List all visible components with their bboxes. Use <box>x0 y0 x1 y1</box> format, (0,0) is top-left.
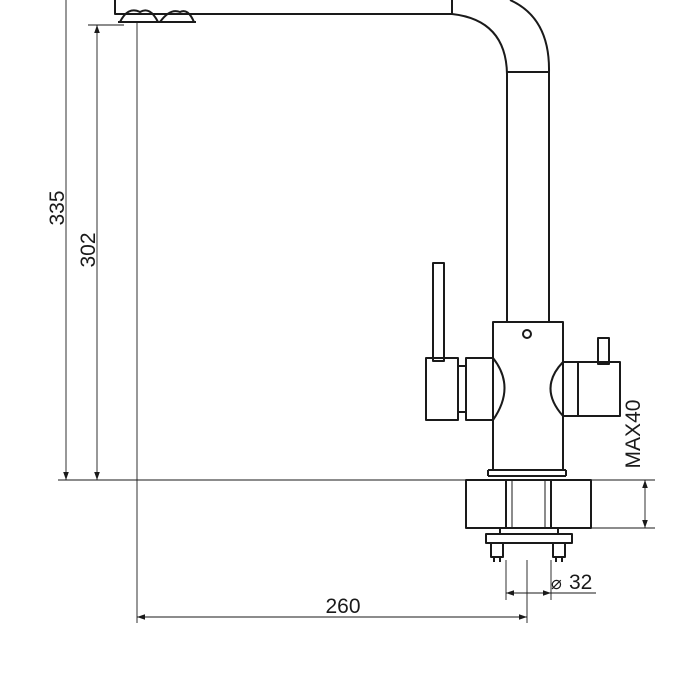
hole-diameter-symbol: ⌀ <box>551 573 562 593</box>
countertop-section <box>465 479 592 529</box>
max-thickness-label: MAX40 <box>622 400 645 469</box>
reach-label: 260 <box>325 595 360 618</box>
left-lever-handle <box>425 262 506 421</box>
dimension-total-height: 335 <box>46 0 69 480</box>
faucet-body <box>487 321 567 477</box>
dimension-max-thickness: MAX40 <box>591 400 655 529</box>
hole-diameter-label: 32 <box>569 571 592 594</box>
total-height-label: 335 <box>46 190 69 225</box>
dimension-hole-diameter: ⌀ 32 <box>505 560 596 600</box>
faucet-spout <box>114 0 551 323</box>
right-lever-handle <box>549 337 621 417</box>
mounting-hardware <box>485 479 573 562</box>
dimension-spout-height: 302 <box>77 24 124 480</box>
aerator <box>118 9 196 23</box>
dimension-reach: 260 <box>136 22 528 623</box>
spout-height-label: 302 <box>77 232 100 267</box>
